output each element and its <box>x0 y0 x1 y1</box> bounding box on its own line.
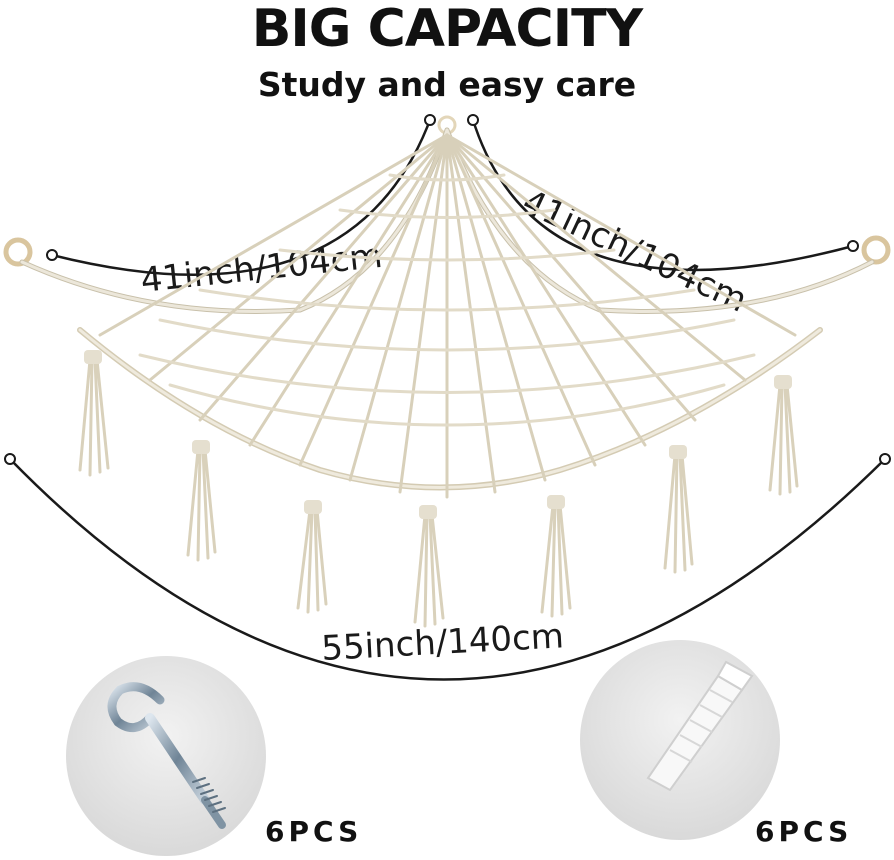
tassel <box>663 445 694 574</box>
tassel <box>78 350 110 477</box>
hook-circle-bg <box>66 656 266 856</box>
tassel <box>768 375 799 496</box>
tassels <box>78 350 799 628</box>
bottom-span-label: 55inch/140cm <box>320 616 564 669</box>
tassel <box>296 500 328 614</box>
tassel <box>186 440 217 562</box>
wall-anchor-icon <box>646 660 754 792</box>
right-wood-ring <box>861 235 891 265</box>
tassel <box>413 505 445 628</box>
hook-accessory <box>66 656 266 856</box>
hammock-net <box>19 127 875 499</box>
right-dimension-arc <box>471 119 854 272</box>
hook-quantity-label: 6PCS <box>265 815 363 848</box>
dimension-endpoints <box>4 114 891 465</box>
headline-title: BIG CAPACITY <box>251 0 643 59</box>
headline-subtitle: Study and easy care <box>257 65 637 104</box>
anchor-accessory <box>580 640 780 840</box>
tassel <box>540 495 572 618</box>
screw-hook-icon <box>107 682 226 829</box>
anchor-quantity-label: 6PCS <box>755 815 853 848</box>
bottom-dimension-arc <box>9 458 886 681</box>
left-wood-ring <box>3 237 33 267</box>
